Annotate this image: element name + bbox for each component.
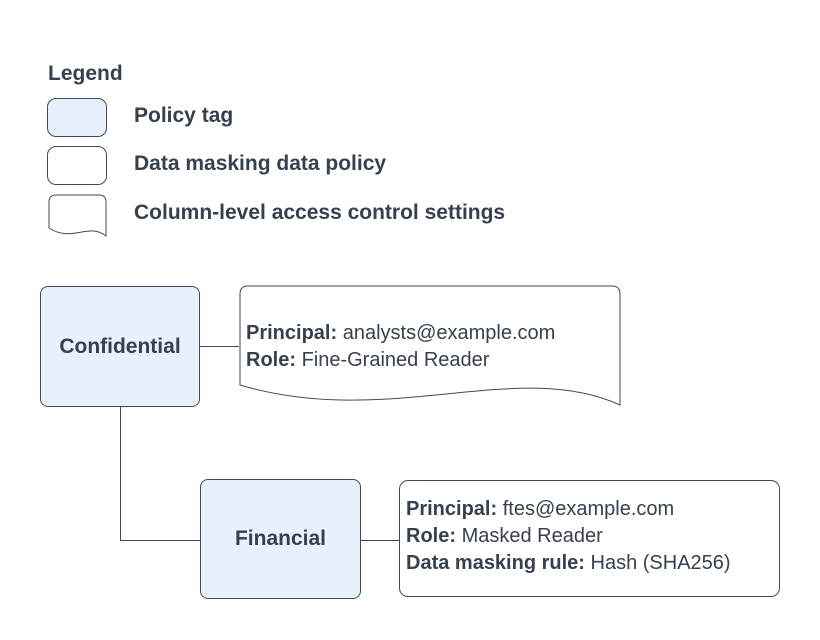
data-masking-policy-swatch <box>47 146 107 185</box>
role-label: Role: <box>406 525 456 547</box>
node-financial-label: Financial <box>234 527 327 550</box>
node-confidential: Confidential <box>40 286 200 407</box>
role-value: Masked Reader <box>461 525 603 547</box>
column-access-settings-text: Principal: analysts@example.com Role: Fi… <box>246 320 555 374</box>
legend-label-policy-tag: Policy tag <box>134 104 234 127</box>
connector-confidential-to-financial-vertical <box>120 407 121 541</box>
document-shape-column-access-settings <box>238 284 622 414</box>
connector-financial-to-policy <box>360 540 400 541</box>
legend-label-data-masking-policy: Data masking data policy <box>134 152 387 175</box>
role-line: Role: Masked Reader <box>406 523 731 550</box>
node-confidential-label: Confidential <box>59 334 181 358</box>
legend-label-column-access-settings: Column-level access control settings <box>134 201 506 224</box>
principal-label: Principal: <box>406 498 498 520</box>
masking-rule-label: Data masking rule: <box>406 552 585 574</box>
role-label: Role: <box>246 349 296 371</box>
principal-line: Principal: analysts@example.com <box>246 320 555 347</box>
principal-label: Principal: <box>246 322 338 344</box>
column-access-settings-swatch <box>47 194 108 241</box>
principal-value: ftes@example.com <box>502 498 675 520</box>
connector-confidential-to-financial-horizontal <box>120 540 201 541</box>
principal-line: Principal: ftes@example.com <box>406 496 731 523</box>
node-financial: Financial <box>200 479 361 599</box>
data-masking-policy-shape <box>399 480 780 597</box>
policy-tag-swatch <box>47 98 107 137</box>
principal-value: analysts@example.com <box>342 322 556 344</box>
legend-title: Legend <box>48 62 123 85</box>
role-line: Role: Fine-Grained Reader <box>246 347 555 374</box>
masking-rule-value: Hash (SHA256) <box>590 552 731 574</box>
role-value: Fine-Grained Reader <box>301 349 490 371</box>
connector-confidential-to-settings <box>199 346 239 347</box>
data-masking-policy-text: Principal: ftes@example.com Role: Masked… <box>406 496 731 577</box>
masking-rule-line: Data masking rule: Hash (SHA256) <box>406 550 731 577</box>
